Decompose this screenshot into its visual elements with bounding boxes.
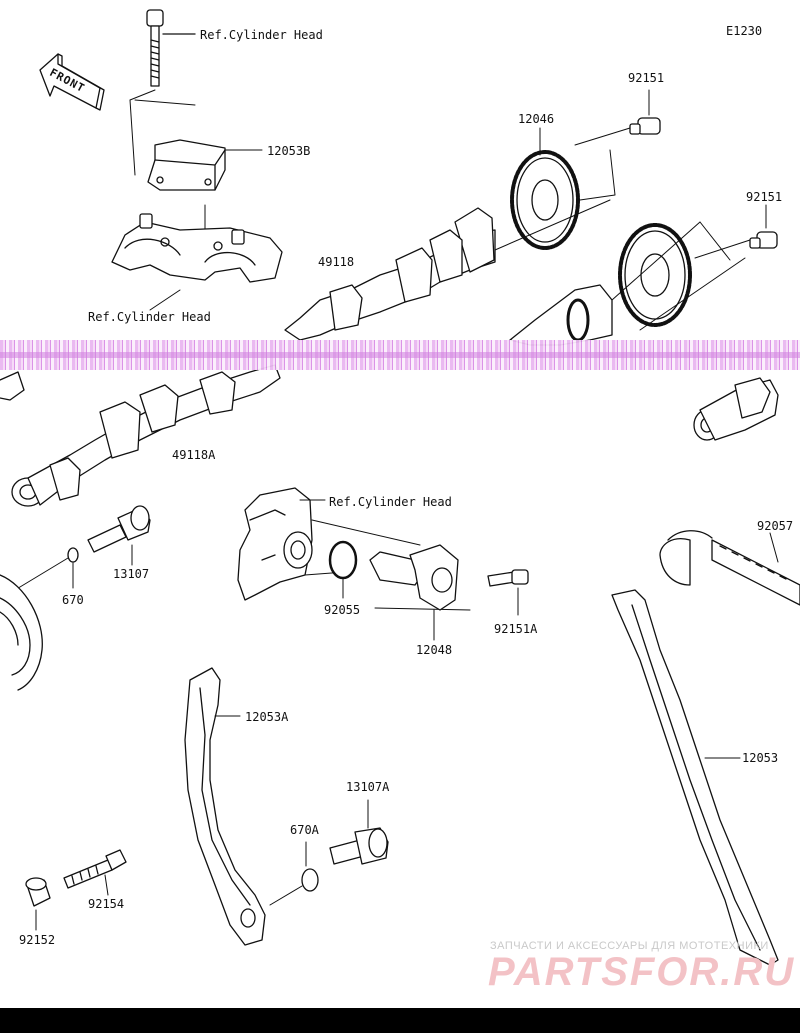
cam-chain-icon xyxy=(659,530,800,606)
chain-guide-12053A-icon xyxy=(184,667,266,946)
ref-cylinder-head-top: Ref.Cylinder Head xyxy=(200,28,323,42)
part-49118A: 49118A xyxy=(172,448,216,462)
part-12046: 12046 xyxy=(518,112,555,126)
oring-670A-icon xyxy=(269,841,319,906)
sprocket-upper-icon xyxy=(510,127,580,250)
diagram-code: E1230 xyxy=(726,24,763,38)
ref-cylinder-head-tensioner: Ref.Cylinder Head xyxy=(329,495,452,509)
part-12053B: 12053B xyxy=(267,144,311,158)
part-12048: 12048 xyxy=(416,643,453,657)
part-670: 670 xyxy=(62,593,84,607)
bottom-bar xyxy=(0,1008,800,1033)
upper-guide-icon xyxy=(147,139,263,191)
gasket-92055-icon xyxy=(328,540,358,599)
camshaft-49118A-icon xyxy=(0,364,281,507)
bolt-92154-icon xyxy=(63,849,127,896)
chain-guide-12053-icon xyxy=(611,589,779,966)
part-670A: 670A xyxy=(290,823,319,837)
crank-sprocket-icon xyxy=(0,574,43,691)
bolt-lower-icon xyxy=(694,204,778,261)
part-12053: 12053 xyxy=(742,751,779,765)
watermark-tagline: ЗАПЧАСТИ И АКСЕССУАРЫ ДЛЯ МОТОТЕХНИКИ xyxy=(490,940,769,952)
oring-670-icon xyxy=(14,547,79,591)
guide-bolt-icon xyxy=(146,9,196,87)
bolt-92151A-icon xyxy=(487,569,529,616)
tensioner-12048-icon xyxy=(369,544,459,641)
bolt-13107A-icon xyxy=(329,799,389,865)
part-12053A: 12053A xyxy=(245,710,289,724)
camshaft-right-icon xyxy=(693,377,779,441)
ref-cylinder-head-mid: Ref.Cylinder Head xyxy=(88,310,211,324)
tensioner-mount-icon xyxy=(237,487,471,611)
watermark-logo: PARTSFOR.RU xyxy=(488,950,796,994)
part-92055: 92055 xyxy=(324,603,361,617)
part-92151-upper: 92151 xyxy=(628,71,665,85)
part-92151A: 92151A xyxy=(494,622,538,636)
front-arrow-icon xyxy=(39,53,105,111)
part-92151-lower: 92151 xyxy=(746,190,783,204)
camshaft-cap-icon xyxy=(111,213,283,311)
part-92152: 92152 xyxy=(19,933,56,947)
sprocket-lower-icon xyxy=(618,223,692,327)
render-artifact-line xyxy=(0,352,800,358)
part-92154: 92154 xyxy=(88,897,125,911)
part-92057: 92057 xyxy=(757,519,794,533)
bolt-upper-icon xyxy=(574,89,661,201)
bolt-13107-icon xyxy=(87,505,151,566)
part-13107: 13107 xyxy=(113,567,150,581)
part-49118: 49118 xyxy=(318,255,355,269)
camshaft-intake-icon xyxy=(284,199,611,341)
part-13107A: 13107A xyxy=(346,780,390,794)
collar-92152-icon xyxy=(25,877,51,931)
